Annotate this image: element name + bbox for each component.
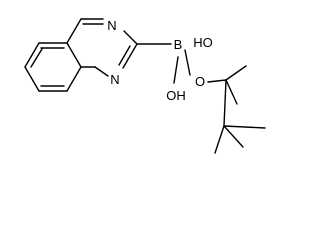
boronic-ester-group: [136, 43, 266, 154]
structure-svg: N N B O HO OH: [24, 18, 266, 154]
ring-oxygen-label: O: [195, 74, 205, 89]
pyrazine-ring: [66, 18, 138, 77]
nitrogen-label-top: N: [107, 18, 116, 33]
benzene-ring: [24, 42, 82, 92]
molecule-diagram: N N B O HO OH: [24, 18, 266, 154]
hydroxyl-label-top: HO: [193, 35, 213, 50]
boron-label: B: [174, 37, 183, 52]
nitrogen-label-bottom: N: [110, 72, 119, 87]
hydroxyl-label-bottom: OH: [166, 88, 186, 103]
